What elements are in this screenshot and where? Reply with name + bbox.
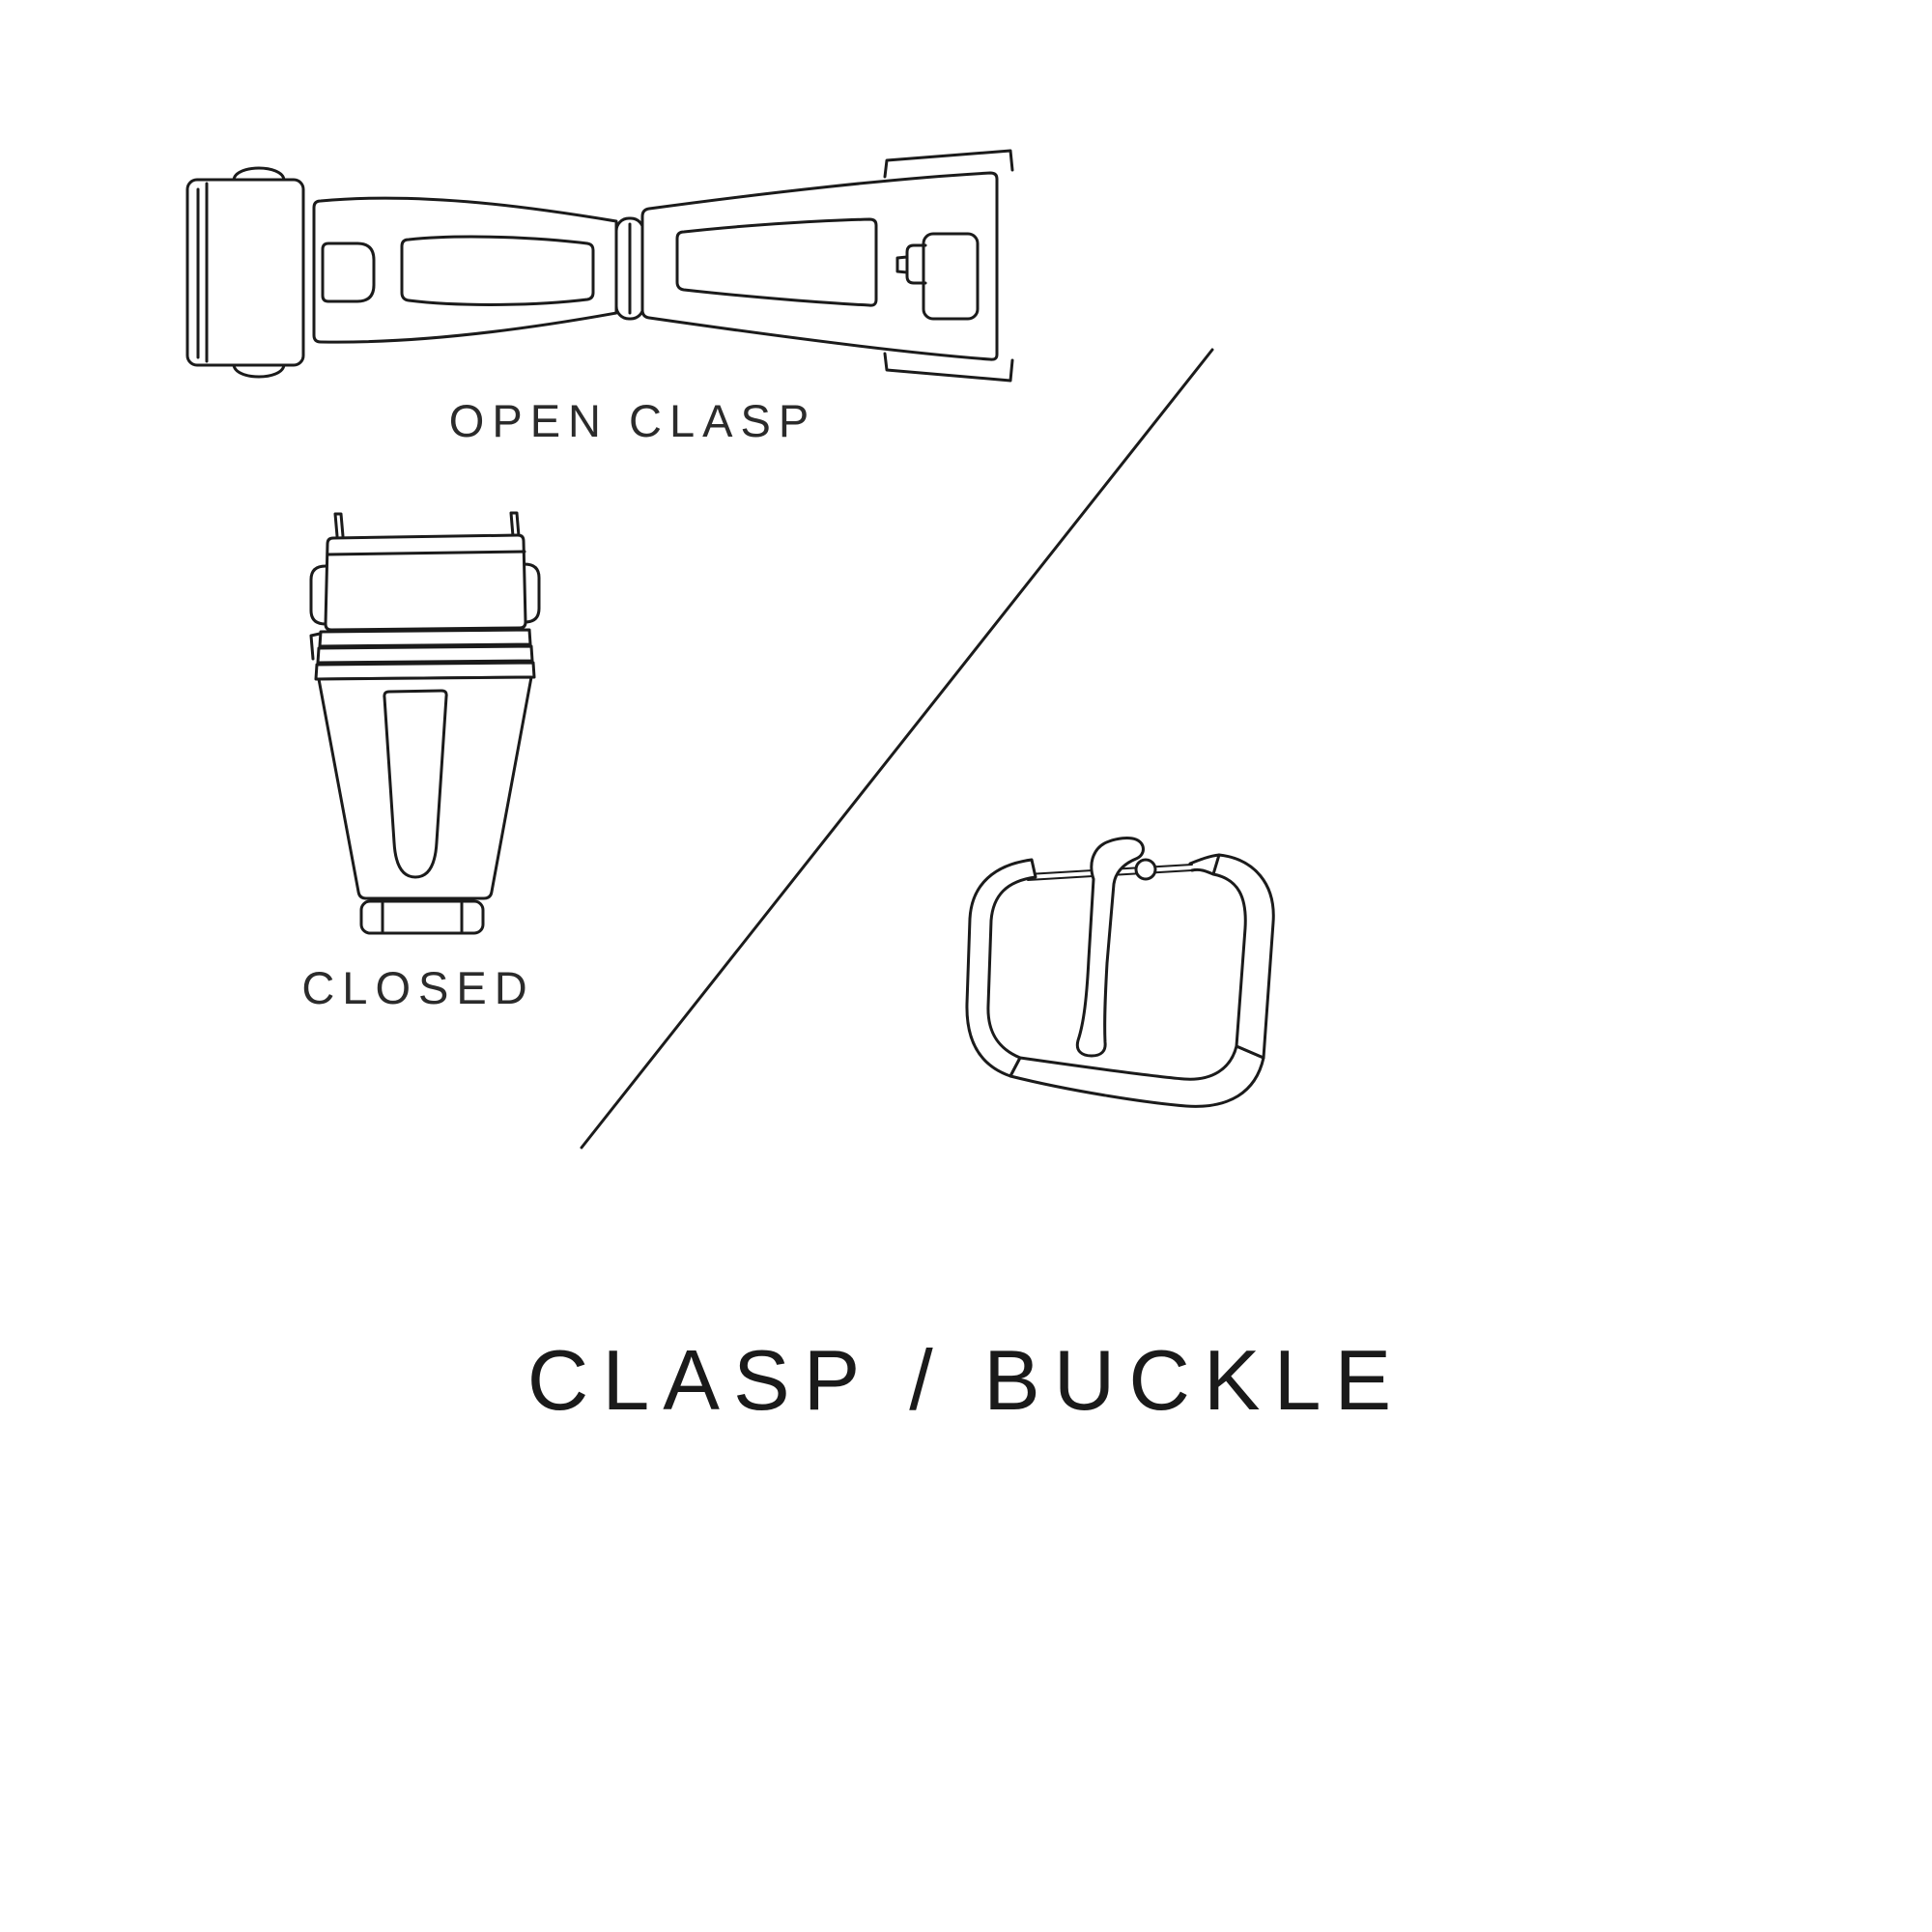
- tongue-coil: [1134, 858, 1157, 881]
- blade-slot: [383, 689, 448, 879]
- end-link: [185, 166, 305, 379]
- side-notch: [309, 632, 322, 661]
- right-prong: [509, 511, 521, 538]
- frame-right-bar: [1211, 853, 1275, 1060]
- left-ear: [309, 564, 327, 626]
- lower-blade: [317, 675, 533, 900]
- frame-bottom-bar: [1009, 1044, 1265, 1108]
- center-hinge: [614, 216, 645, 321]
- top-fold-strip: [883, 149, 1014, 179]
- band-strip-2: [316, 644, 534, 665]
- band-strip-1: [318, 628, 532, 648]
- closed-clasp-body: [309, 511, 541, 935]
- closed-clasp-illustration: [309, 511, 541, 935]
- end-bar: [359, 899, 485, 935]
- right-blade-cutout: [675, 217, 878, 307]
- top-cover: [324, 533, 527, 632]
- right-blade: [640, 149, 1014, 383]
- catch-hook: [905, 243, 927, 285]
- open-clasp-illustration: [185, 149, 1014, 383]
- left-prong: [333, 512, 345, 538]
- left-blade-cutout: [400, 235, 595, 306]
- right-ear: [523, 562, 541, 624]
- buckle-tongue: [1075, 837, 1145, 1058]
- diagonal-divider: [580, 348, 1214, 1150]
- buckle-frame: [965, 837, 1275, 1108]
- page-title: CLASP / BUCKLE: [526, 1332, 1406, 1428]
- left-blade: [312, 196, 618, 344]
- release-notch: [321, 242, 376, 303]
- tang-buckle-illustration: [965, 837, 1275, 1108]
- band-strip-3: [314, 661, 536, 681]
- catch-plate: [922, 232, 980, 321]
- closed-clasp-label: CLOSED: [301, 962, 535, 1013]
- divider-line: [580, 348, 1214, 1150]
- bottom-fold-strip: [883, 352, 1014, 383]
- open-clasp-label: OPEN CLASP: [448, 395, 817, 446]
- frame-left-bar: [965, 858, 1037, 1078]
